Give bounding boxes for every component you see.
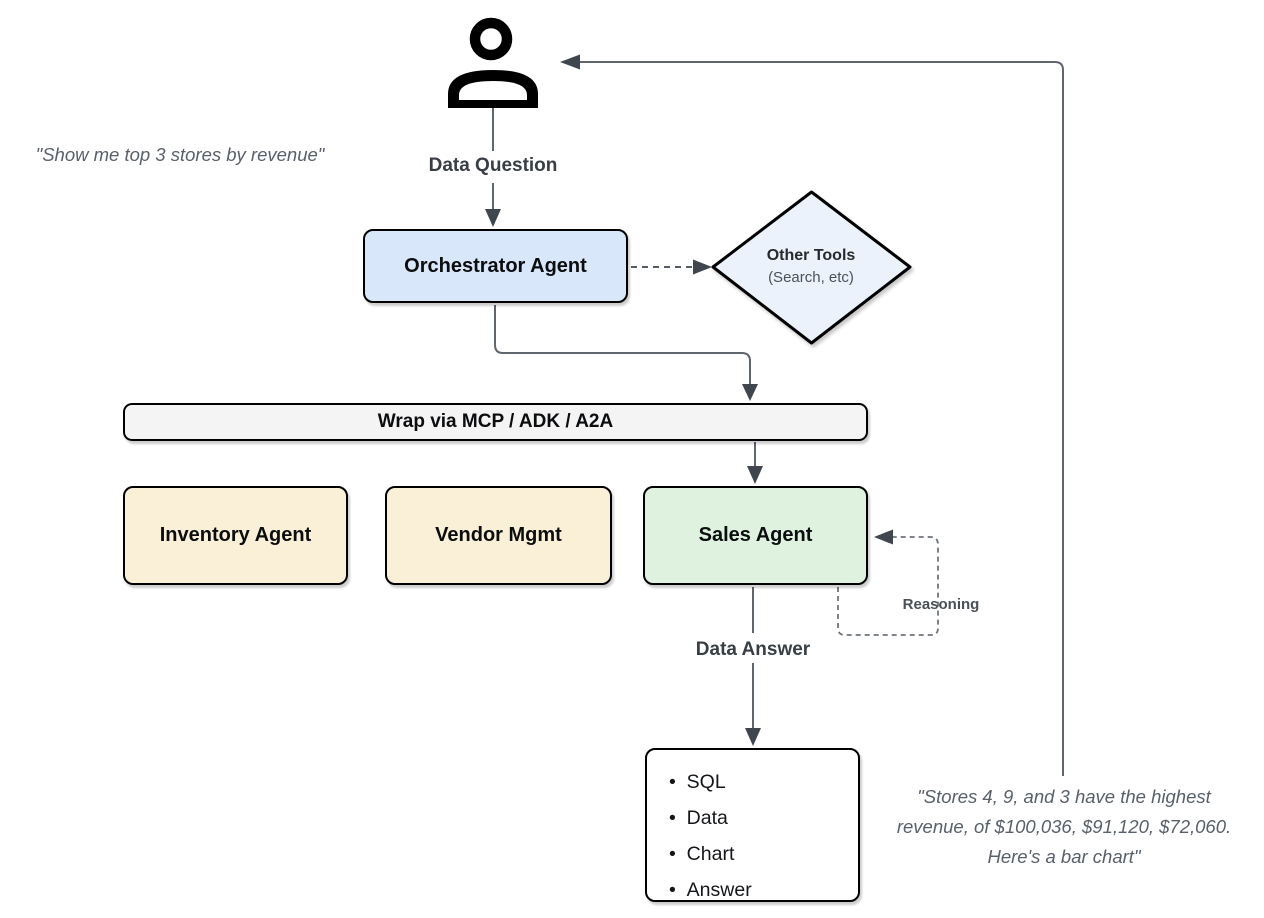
output-item-answer: Answer: [669, 872, 752, 908]
reasoning-label: Reasoning: [902, 596, 980, 613]
question-arrowhead: [485, 209, 501, 227]
answer-quote-line-1: "Stores 4, 9, and 3 have the highest: [917, 786, 1211, 807]
answer-to-user-line: [580, 61, 1064, 776]
output-item-chart: Chart: [669, 836, 752, 872]
reasoning-arrowhead: [874, 529, 893, 545]
user-icon: [448, 17, 538, 108]
answer-quote-line-3: Here's a bar chart": [987, 846, 1141, 867]
output-item-data: Data: [669, 800, 752, 836]
answer-quote-line-2: revenue, of $100,036, $91,120, $72,060.: [896, 816, 1232, 837]
data-question-label: Data Question: [428, 155, 558, 176]
orchestrator-to-bar-elbow: [494, 305, 751, 385]
tools-arrowhead: [693, 259, 712, 275]
vendor-mgmt-node: Vendor Mgmt: [385, 486, 612, 585]
user-question-quote: "Show me top 3 stores by revenue": [35, 144, 325, 165]
bar-arrowhead: [742, 384, 758, 401]
output-box: SQL Data Chart Answer: [645, 748, 860, 902]
other-tools-subtitle: (Search, etc): [768, 269, 854, 286]
inventory-agent-node: Inventory Agent: [123, 486, 348, 585]
other-tools-title: Other Tools: [766, 247, 856, 264]
output-item-sql: SQL: [669, 764, 752, 800]
answer-quote: "Stores 4, 9, and 3 have the highest rev…: [872, 782, 1256, 872]
sales-arrowhead: [747, 466, 763, 484]
answer-to-user-arrowhead: [560, 54, 580, 70]
sales-agent-node: Sales Agent: [643, 486, 868, 585]
output-arrowhead: [745, 728, 761, 746]
other-tools-diamond-shape: [711, 190, 912, 345]
data-answer-label: Data Answer: [695, 639, 811, 660]
wrap-mcp-bar: Wrap via MCP / ADK / A2A: [123, 403, 868, 441]
reasoning-loop-dashed: [837, 536, 939, 636]
other-tools-node-text: Other Tools (Search, etc): [731, 245, 891, 289]
orchestrator-agent-node: Orchestrator Agent: [363, 229, 628, 303]
output-list: SQL Data Chart Answer: [647, 750, 752, 908]
